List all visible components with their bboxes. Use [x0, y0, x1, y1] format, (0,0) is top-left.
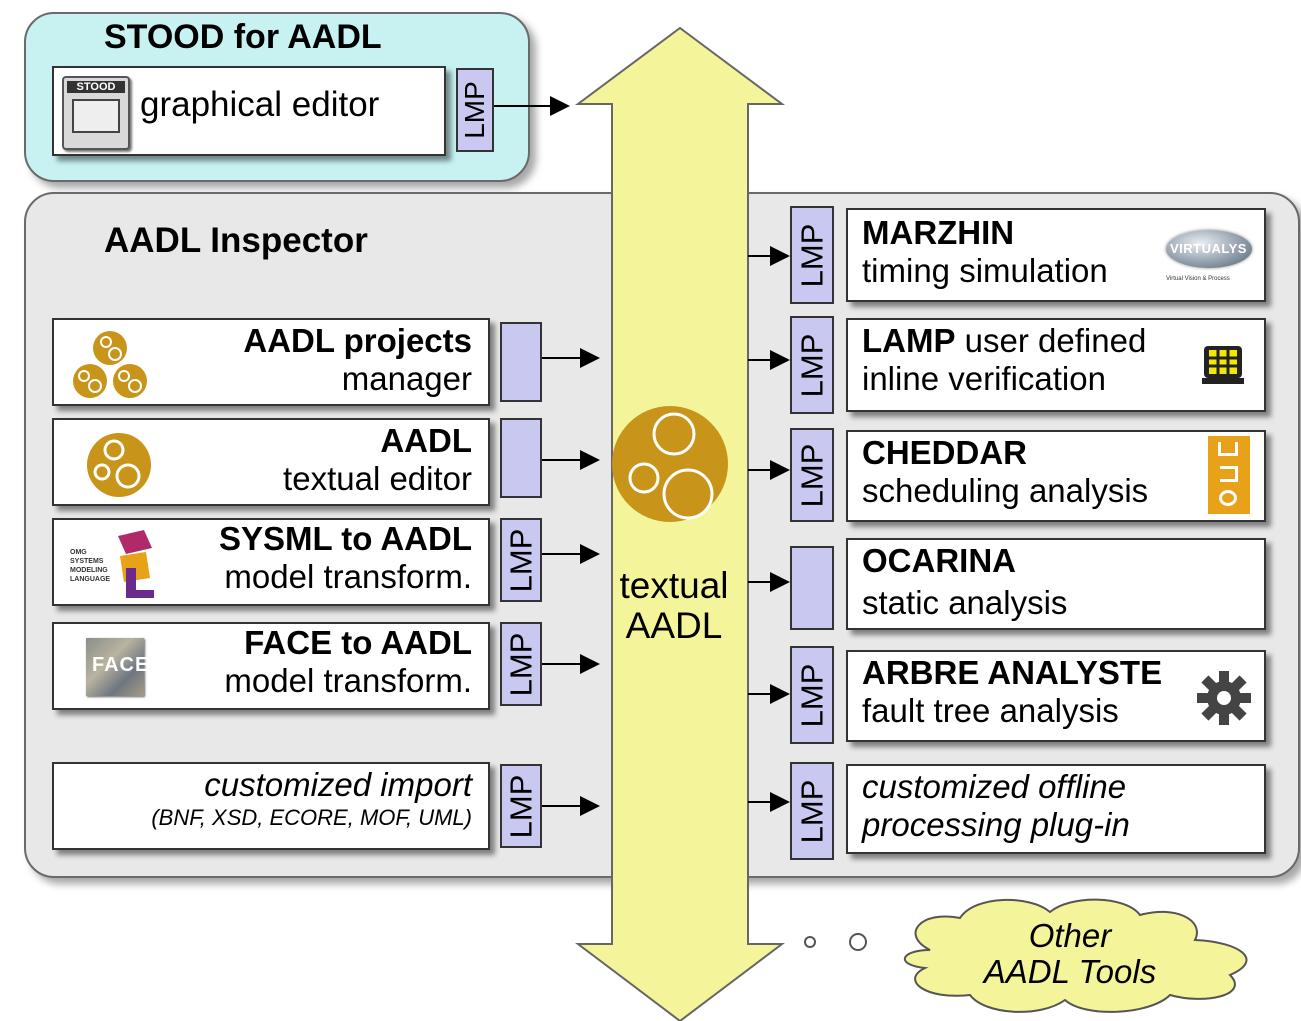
other-tools-label: Other AADL Tools — [950, 918, 1190, 990]
ocarina-box[interactable]: OCARINA static analysis — [846, 538, 1266, 630]
lamp-subtitle: inline verification — [862, 360, 1106, 397]
projects-manager-box[interactable]: AADL projects manager — [52, 318, 490, 406]
custom-import-text: customized import (BNF, XSD, ECORE, MOF,… — [151, 766, 472, 832]
textual-editor-box[interactable]: AADL textual editor — [52, 418, 490, 506]
cheddar-box[interactable]: CHEDDAR scheduling analysis — [846, 430, 1266, 522]
stood-lmp: LMP — [456, 68, 494, 152]
svg-text:SYSTEMS: SYSTEMS — [70, 558, 104, 565]
offline-plugin-box[interactable]: customized offline processing plug-in — [846, 764, 1266, 854]
ocarina-text: OCARINA static analysis — [862, 542, 1067, 622]
face-logo-icon: FACE — [86, 638, 148, 696]
stood-icon: STOOD — [62, 76, 130, 150]
marzhin-lmp: LMP — [790, 206, 834, 304]
gear-icon — [1197, 671, 1251, 725]
projects-manager-title: AADL projects — [243, 322, 472, 359]
ocarina-title: OCARINA — [862, 542, 1016, 579]
textual-aadl-line2: AADL — [625, 605, 723, 646]
marzhin-title: MARZHIN — [862, 214, 1015, 251]
lamp-lmp: LMP — [790, 316, 834, 414]
custom-import-title: customized import — [204, 766, 472, 803]
offline-lmp: LMP — [790, 762, 834, 860]
arbre-text: ARBRE ANALYSTE fault tree analysis — [862, 654, 1162, 730]
aadl-cluster-icon — [73, 331, 147, 398]
ocarina-subtitle: static analysis — [862, 584, 1068, 621]
aadl-logo-icon — [87, 433, 151, 497]
stood-icon-label: STOOD — [67, 81, 125, 93]
cheddar-logo — [1208, 436, 1250, 514]
virtualys-logo-subtext: Virtual Vision & Process — [1166, 276, 1230, 282]
cheddar-subtitle: scheduling analysis — [862, 472, 1149, 509]
inspector-title: AADL Inspector — [104, 221, 368, 260]
arbre-lmp: LMP — [790, 646, 834, 744]
lamp-text: LAMP user defined inline verification — [862, 322, 1146, 398]
textual-editor-title: AADL — [380, 422, 472, 459]
virtualys-logo: VIRTUALYS Virtual Vision & Process — [1162, 224, 1258, 292]
offline-plugin-title: customized offline — [862, 768, 1127, 805]
face-text: FACE to AADL model transform. — [224, 624, 472, 700]
custom-import-lmp: LMP — [500, 764, 542, 848]
custom-import-subtitle: (BNF, XSD, ECORE, MOF, UML) — [151, 805, 472, 830]
sysml-lmp: LMP — [500, 518, 542, 602]
face-lmp: LMP — [500, 622, 542, 706]
sysml-logo-icon: OMG SYSTEMS MODELING LANGUAGE — [66, 530, 154, 598]
textual-editor-lmp — [500, 418, 542, 498]
marzhin-text: MARZHIN timing simulation — [862, 214, 1108, 290]
arbre-subtitle: fault tree analysis — [862, 692, 1119, 729]
thought-bubble-medium — [849, 933, 867, 951]
face-subtitle: model transform. — [224, 662, 472, 699]
lamp-box[interactable]: LAMP user defined inline verification — [846, 318, 1266, 412]
lamp-icon — [1202, 346, 1244, 384]
graphical-editor-label: graphical editor — [140, 85, 380, 124]
cheddar-title: CHEDDAR — [862, 434, 1027, 471]
central-aadl-logo — [612, 406, 728, 522]
offline-plugin-text: customized offline processing plug-in — [862, 768, 1130, 844]
svg-text:OMG: OMG — [70, 549, 87, 556]
offline-plugin-subtitle: processing plug-in — [862, 806, 1130, 843]
cheddar-lmp: LMP — [790, 428, 834, 522]
ocarina-lmp — [790, 546, 834, 630]
textual-aadl-double-arrow — [574, 26, 786, 1021]
svg-text:LANGUAGE: LANGUAGE — [70, 576, 110, 583]
graphical-editor-box[interactable]: STOOD graphical editor — [52, 66, 446, 156]
textual-editor-text: AADL textual editor — [283, 422, 472, 498]
thought-bubble-small — [804, 936, 816, 948]
arbre-box[interactable]: ARBRE ANALYSTE fault tree analysis — [846, 650, 1266, 742]
custom-import-box[interactable]: customized import (BNF, XSD, ECORE, MOF,… — [52, 762, 490, 850]
other-tools-cloud — [903, 898, 1248, 1013]
stood-title: STOOD for AADL — [104, 18, 382, 56]
svg-text:MODELING: MODELING — [70, 567, 108, 574]
sysml-box[interactable]: OMG SYSTEMS MODELING LANGUAGE SYSML to A… — [52, 518, 490, 606]
other-tools-line2: AADL Tools — [983, 953, 1157, 990]
lamp-title-rest: user defined — [955, 322, 1147, 359]
textual-aadl-line1: textual — [619, 565, 729, 606]
arbre-title: ARBRE ANALYSTE — [862, 654, 1163, 691]
cheddar-text: CHEDDAR scheduling analysis — [862, 434, 1148, 510]
projects-manager-subtitle: manager — [341, 360, 472, 397]
lamp-title: LAMP — [862, 322, 956, 359]
face-box[interactable]: FACE FACE to AADL model transform. — [52, 622, 490, 710]
sysml-subtitle: model transform. — [224, 558, 472, 595]
face-title: FACE to AADL — [244, 624, 472, 661]
textual-aadl-label: textual AADL — [600, 566, 748, 646]
textual-editor-subtitle: textual editor — [283, 460, 472, 497]
virtualys-logo-text: VIRTUALYS — [1170, 241, 1247, 256]
projects-manager-text: AADL projects manager — [243, 322, 472, 398]
sysml-text: SYSML to AADL model transform. — [219, 520, 472, 596]
projects-manager-lmp — [500, 322, 542, 402]
other-tools-line1: Other — [1028, 917, 1112, 954]
sysml-title: SYSML to AADL — [219, 520, 472, 557]
marzhin-subtitle: timing simulation — [862, 252, 1108, 289]
marzhin-box[interactable]: MARZHIN timing simulation VIRTUALYS Virt… — [846, 208, 1266, 302]
